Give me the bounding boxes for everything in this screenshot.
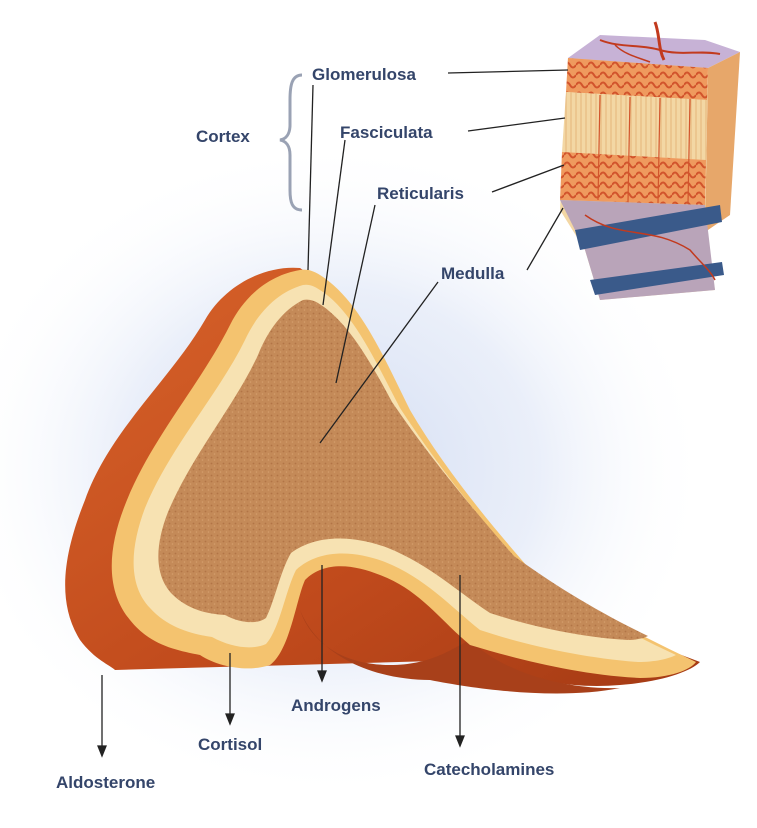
- glomerulosa-leader-down: [307, 84, 314, 271]
- aldosterone-label: Aldosterone: [56, 773, 156, 792]
- medulla-label: Medulla: [441, 264, 505, 283]
- reticularis-leader-down: [335, 204, 376, 384]
- glomerulosa-leader: [447, 69, 569, 74]
- medulla-layer: [158, 299, 648, 640]
- cortisol-label: Cortisol: [198, 735, 263, 754]
- tissue-block-right-face: [705, 52, 740, 232]
- reticularis-leader: [491, 164, 565, 193]
- fasciculata-leader: [467, 117, 566, 132]
- catecholamines-label: Catecholamines: [424, 760, 555, 779]
- reticularis-label: Reticularis: [377, 184, 464, 203]
- glomerulosa-label: Glomerulosa: [312, 65, 416, 84]
- medulla-leader: [526, 207, 564, 271]
- fasciculata-label: Fasciculata: [340, 123, 433, 142]
- androgens-label: Androgens: [291, 696, 381, 715]
- tissue-block: [560, 21, 740, 300]
- fasciculata-leader-down: [322, 139, 346, 306]
- cortex-brace: [279, 73, 303, 212]
- medulla-leader-down: [319, 281, 439, 444]
- cortex-label: Cortex: [196, 127, 250, 146]
